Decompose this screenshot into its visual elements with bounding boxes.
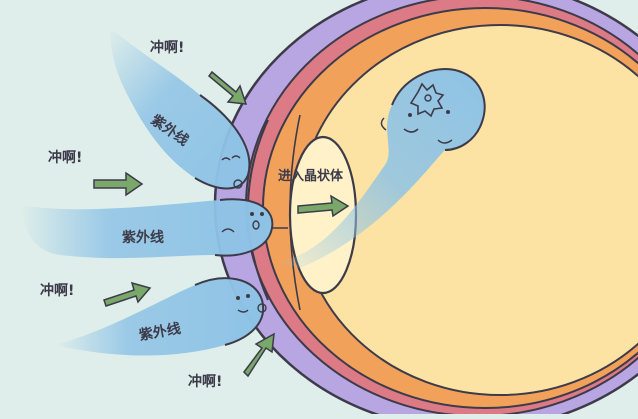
inner-ghost-outline: [391, 68, 486, 151]
uv-ghost-top-hand: [233, 179, 243, 189]
uv-ghost-middle-mouth: [252, 220, 260, 230]
uv-ghost-bottom: 紫外线: [55, 277, 267, 356]
eyeball: [213, 0, 638, 419]
inner-ghost: [280, 68, 486, 268]
enter-lens-label: 进入晶状体: [278, 168, 344, 184]
flower-icon: [409, 82, 445, 118]
uv-ghost-bottom-eye-right: [246, 294, 250, 298]
right-arrow-icon: [93, 171, 144, 197]
inner-ghost-eye-left: [408, 113, 412, 117]
inner-ghost-eye-right: [446, 110, 450, 114]
inner-ghost-body: [280, 69, 485, 268]
charge-label-middle: 冲啊!: [48, 149, 82, 166]
uv-ghost-middle-eye-right: [260, 212, 264, 216]
uv-ghost-bottom-outline: [194, 277, 265, 346]
uv-ghost-bottom-body: [55, 278, 264, 356]
right-arrow-icon: [207, 70, 248, 105]
uv-ghost-middle-arm: [221, 228, 235, 233]
pupil-edge: [289, 114, 301, 311]
right-arrow-icon: [103, 281, 152, 307]
charge-label-top: 冲啊!: [150, 39, 184, 56]
uv-ghost-top-eyes: [221, 155, 241, 161]
uv-ghost-middle: 紫外线: [20, 198, 288, 259]
uv-ghost-bottom-hand: [257, 303, 267, 313]
charge-label-lower: 冲啊!: [40, 282, 74, 299]
charge-label-bottom: 冲啊!: [188, 373, 222, 390]
uv-ghost-top: 紫外线: [110, 28, 251, 190]
uv-ghost-middle-body: [20, 199, 273, 259]
uv-ghost-middle-eye-left: [250, 212, 254, 216]
uv-ghost-top-body: [110, 28, 250, 189]
arrows: [93, 70, 350, 378]
inner-ghost-arm-right: [437, 139, 453, 144]
uv-ghost-top-outline: [194, 94, 251, 190]
right-arrow-icon: [297, 194, 350, 218]
uv-ghost-bottom-mouth: [237, 309, 249, 313]
uv-ghost-bottom-eye-left: [236, 296, 240, 300]
lens: [288, 135, 358, 295]
inner-ghost-smile: [403, 128, 419, 133]
right-arrow-icon: [243, 332, 275, 378]
inner-ghost-arm: [380, 117, 387, 131]
uv-ghost-middle-label: 紫外线: [122, 229, 164, 246]
